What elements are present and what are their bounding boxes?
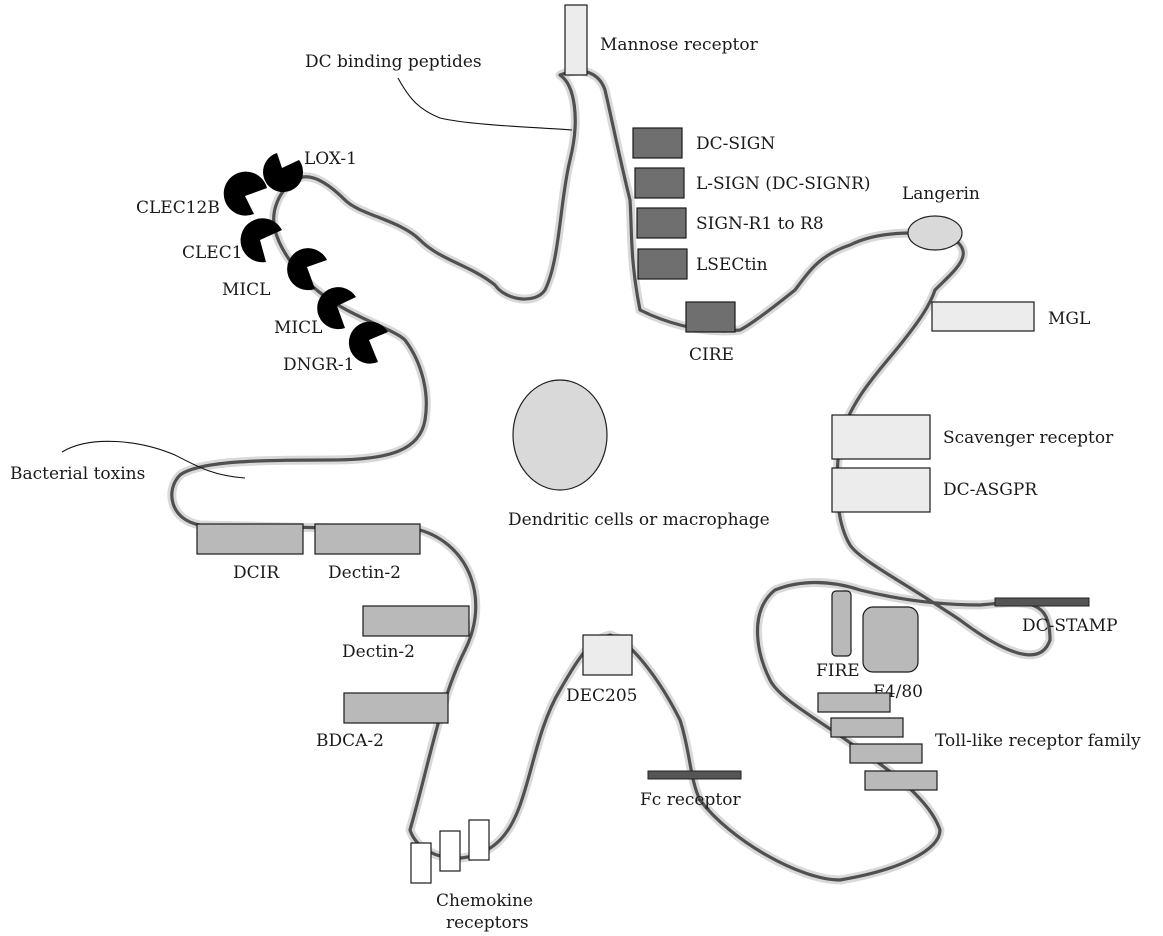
clec12b-label: CLEC12B [136, 198, 220, 218]
micl-upper-label: MICL [222, 280, 270, 300]
toll-like-receptor-2 [830, 717, 904, 738]
dngr1-shape [348, 321, 388, 364]
cire-label: CIRE [689, 345, 734, 365]
bacterial-toxins-label: Bacterial toxins [10, 464, 145, 484]
dc-binding-peptides-label: DC binding peptides [305, 52, 482, 72]
lsectin-label: LSECtin [696, 255, 768, 275]
sign-r1-r8-label: SIGN-R1 to R8 [696, 214, 824, 234]
dec205-label: DEC205 [566, 686, 638, 706]
micl-upper-shape [287, 248, 327, 291]
fire-shape [831, 590, 852, 657]
dc-stamp-label: DC-STAMP [1022, 616, 1118, 636]
lox1-label: LOX-1 [304, 149, 357, 169]
fc-receptor-label: Fc receptor [640, 790, 741, 810]
mannose-receptor-shape [564, 4, 588, 76]
mgl-label: MGL [1048, 309, 1090, 329]
fire-label: FIRE [816, 661, 860, 681]
dectin2-upper-label: Dectin-2 [328, 563, 401, 583]
l-sign-shape [634, 167, 685, 199]
mannose-receptor-label: Mannose receptor [600, 35, 759, 55]
toll-like-receptor-1 [817, 692, 891, 713]
chemokine-receptor-3 [468, 819, 490, 861]
toll-like-receptor-4 [864, 770, 938, 791]
dc-stamp-shape [994, 597, 1090, 607]
langerin-label: Langerin [902, 184, 980, 204]
lox1-shape [263, 153, 304, 193]
center-cell-label: Dendritic cells or macrophage [508, 510, 770, 530]
toll-like-receptor-label: Toll-like receptor family [935, 731, 1141, 751]
dec205-shape [582, 634, 633, 676]
scavenger-receptor-label: Scavenger receptor [943, 428, 1114, 448]
dc-binding-peptides-line [397, 77, 573, 131]
sign-r1-r8-shape [636, 207, 687, 239]
chemokine-label-line1: Chemokine [436, 891, 533, 911]
dc-asgpr-label: DC-ASGPR [943, 480, 1038, 500]
langerin-shape [907, 215, 963, 251]
micl-lower-shape [317, 287, 356, 330]
toll-like-receptor-group [817, 692, 938, 791]
fc-receptor-shape [647, 770, 742, 780]
cell-nucleus [512, 379, 608, 491]
micl-lower-label: MICL [274, 318, 322, 338]
mgl-shape [931, 301, 1035, 332]
dc-sign-label: DC-SIGN [696, 134, 775, 154]
chemokine-receptor-group [410, 819, 490, 884]
chemokine-receptor-2 [439, 830, 461, 872]
f4-80-shape [862, 606, 919, 673]
dcir-label: DCIR [233, 563, 280, 583]
clec1-label: CLEC1 [182, 243, 243, 263]
toll-like-receptor-3 [849, 743, 923, 764]
chemokine-receptor-1 [410, 842, 432, 884]
l-sign-label: L-SIGN (DC-SIGNR) [696, 174, 871, 194]
scavenger-receptor-shape [831, 414, 931, 460]
dectin2-lower-label: Dectin-2 [342, 642, 415, 662]
dc-asgpr-shape [831, 467, 931, 513]
chemokine-label-line2: receptors [446, 913, 529, 933]
clec1-shape [240, 218, 282, 263]
lsectin-shape [637, 248, 688, 280]
bacterial-toxins-line [61, 440, 246, 479]
cire-shape [685, 301, 736, 333]
bdca2-shape [343, 692, 449, 724]
dc-sign-shape [632, 127, 683, 159]
dcir-shape [196, 523, 304, 555]
dectin2-upper-shape [314, 523, 421, 555]
dectin2-lower-shape [362, 605, 470, 637]
bdca2-label: BDCA-2 [316, 731, 384, 751]
clec12b-shape [223, 171, 267, 216]
dngr1-label: DNGR-1 [283, 355, 354, 375]
